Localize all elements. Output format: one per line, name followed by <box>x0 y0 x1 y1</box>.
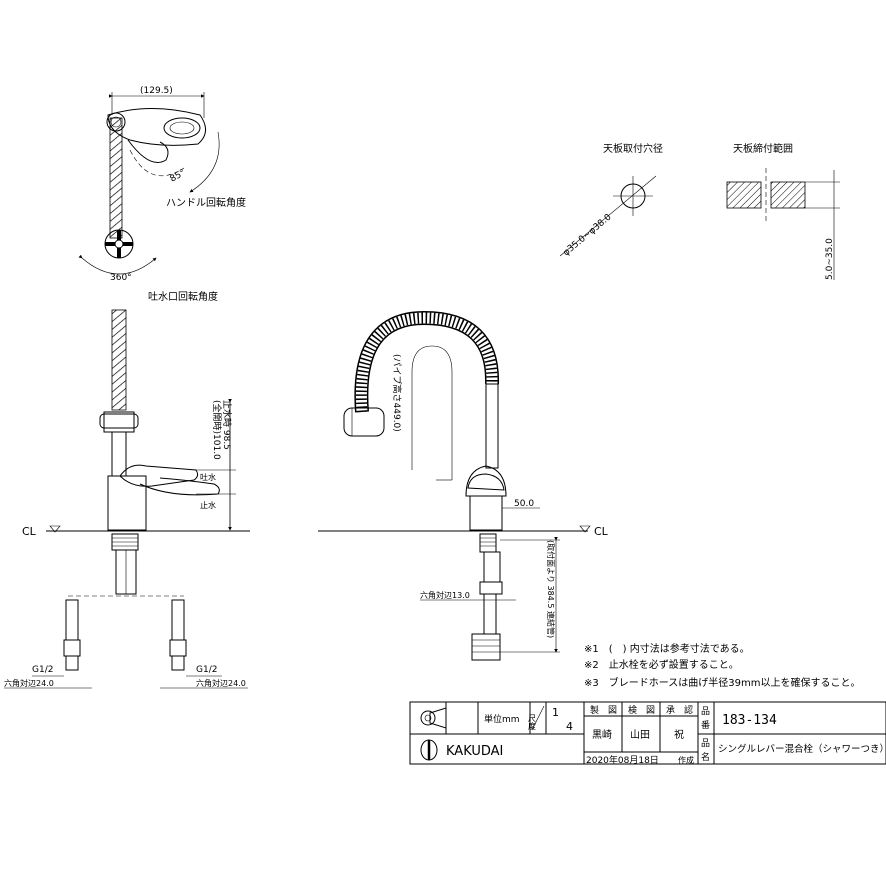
note-1: ※1 ( ) 内寸法は参考寸法である。 <box>584 642 750 655</box>
total-height-text: (全開時)101.0 <box>211 400 223 460</box>
unit-label: 単位mm <box>484 713 520 725</box>
nm-label-1: 品 <box>701 738 710 749</box>
body-below-text: (取付面より 384.5 連結管) <box>546 540 556 638</box>
col-check: 検 図 <box>628 704 655 716</box>
hole-spec-dim: φ35.0~φ38.0 <box>562 212 614 258</box>
hex-right-label: 六角対辺24.0 <box>196 678 246 688</box>
name-check: 山田 <box>630 729 650 741</box>
spout-angle-text: 360° <box>110 273 132 283</box>
note-3: ※3 ブレードホースは曲げ半径39mm以上を確保すること。 <box>584 676 860 689</box>
side-view: 吐水口回転角度 (全開時)101.0 止水時 98.5 吐水 止水 CL <box>4 290 250 689</box>
hex13-label: 六角対辺13.0 <box>420 590 470 600</box>
stop-height-text: 止水時 98.5 <box>221 400 233 450</box>
scale-label: 尺度 <box>528 714 537 731</box>
discharge-label: 吐水 <box>200 472 216 482</box>
scale-num: 1 <box>552 706 559 719</box>
hole-spec-title: 天板取付穴径 <box>603 142 663 155</box>
kakudai-logo-icon <box>420 739 438 761</box>
thickness-spec-title: 天板締付範囲 <box>733 142 793 155</box>
col-approve: 承 認 <box>666 704 693 716</box>
pipe-height-text: (パイプ高さ449.0) <box>391 354 403 432</box>
g-right-label: G1/2 <box>196 665 217 675</box>
date-suffix: 作成 <box>678 755 694 765</box>
handle-angle-text: 85° <box>169 168 188 185</box>
col-draw: 製 図 <box>590 704 617 716</box>
thickness-spec-dim: 5.0~35.0 <box>825 238 835 280</box>
pn-label-2: 番 <box>701 719 710 731</box>
spout-rotation-label: 吐水口回転角度 <box>148 290 218 303</box>
top-view: (129.5) 85° ハンドル回転角度 360° <box>78 86 246 283</box>
spout-reach-text: 50.0 <box>514 499 534 509</box>
g-left-label: G1/2 <box>32 665 53 675</box>
thickness-spec: 天板締付範囲 5.0~35.0 <box>726 142 840 280</box>
product-name: シングルレバー混合栓（シャワーつき） <box>718 743 886 755</box>
name-draw: 黒崎 <box>592 728 612 741</box>
cl-label-left: CL <box>22 525 37 538</box>
dim-width-text: (129.5) <box>140 86 173 96</box>
hex-left-label: 六角対辺24.0 <box>4 678 54 688</box>
company-name: KAKUDAI <box>446 744 503 759</box>
hole-spec: 天板取付穴径 φ35.0~φ38.0 <box>559 142 663 258</box>
scale-den: 4 <box>566 720 573 733</box>
note-2: ※2 止水栓を必ず設置すること。 <box>584 658 739 671</box>
part-number: 183-134 <box>722 713 777 728</box>
name-approve: 祝 <box>674 728 684 741</box>
pn-label-1: 品 <box>701 706 710 717</box>
front-view: (パイプ高さ449.0) 50.0 CL 六角対辺13.0 (取付面より 384… <box>318 310 609 661</box>
cl-label-right: CL <box>594 525 609 538</box>
creation-date: 2020年08月18日 <box>586 754 659 766</box>
nm-label-2: 名 <box>701 751 710 763</box>
handle-rotation-label: ハンドル回転角度 <box>166 196 246 209</box>
projection-symbol-icon <box>420 707 447 729</box>
notes: ※1 ( ) 内寸法は参考寸法である。 ※2 止水栓を必ず設置すること。 ※3 … <box>584 642 860 689</box>
stop-label: 止水 <box>200 500 216 510</box>
title-block: 単位mm 尺度 1 4 製 図 検 図 承 認 黒崎 山田 祝 品 番 183-… <box>409 701 886 766</box>
